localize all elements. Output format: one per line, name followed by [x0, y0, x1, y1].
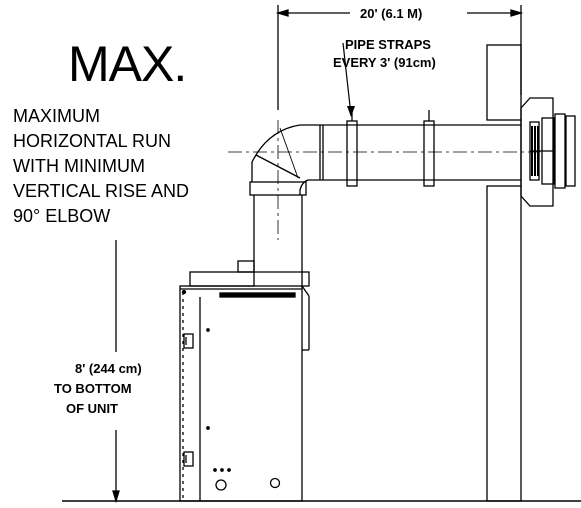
vertical-dimension-label-line2: TO BOTTOM [54, 381, 132, 396]
pipe-straps-label-line1: PIPE STRAPS [345, 37, 431, 52]
description-line: HORIZONTAL RUN [13, 131, 172, 151]
description-line: WITH MINIMUM [13, 156, 145, 176]
description-line: VERTICAL RISE AND [13, 181, 190, 201]
heater-unit [179, 285, 310, 502]
horizontal-vent-pipe [319, 124, 521, 181]
pipe-strap [423, 110, 435, 187]
vertical-dimension-label-line3: OF UNIT [66, 401, 118, 416]
description-line: MAXIMUM [13, 106, 100, 126]
vent-termination [520, 97, 576, 207]
vertical-dimension-label-line1: 8' (244 cm) [75, 361, 142, 376]
max-title: MAX. [68, 36, 187, 92]
vertical-vent-pipe [253, 195, 303, 272]
description-line: 90° ELBOW [13, 206, 111, 226]
elbow-90 [249, 124, 320, 196]
horizontal-dimension-label: 20' (6.1 M) [360, 6, 423, 21]
pipe-straps-label-line2: EVERY 3' (91cm) [333, 55, 436, 70]
vertical-dimension-line [112, 240, 120, 504]
